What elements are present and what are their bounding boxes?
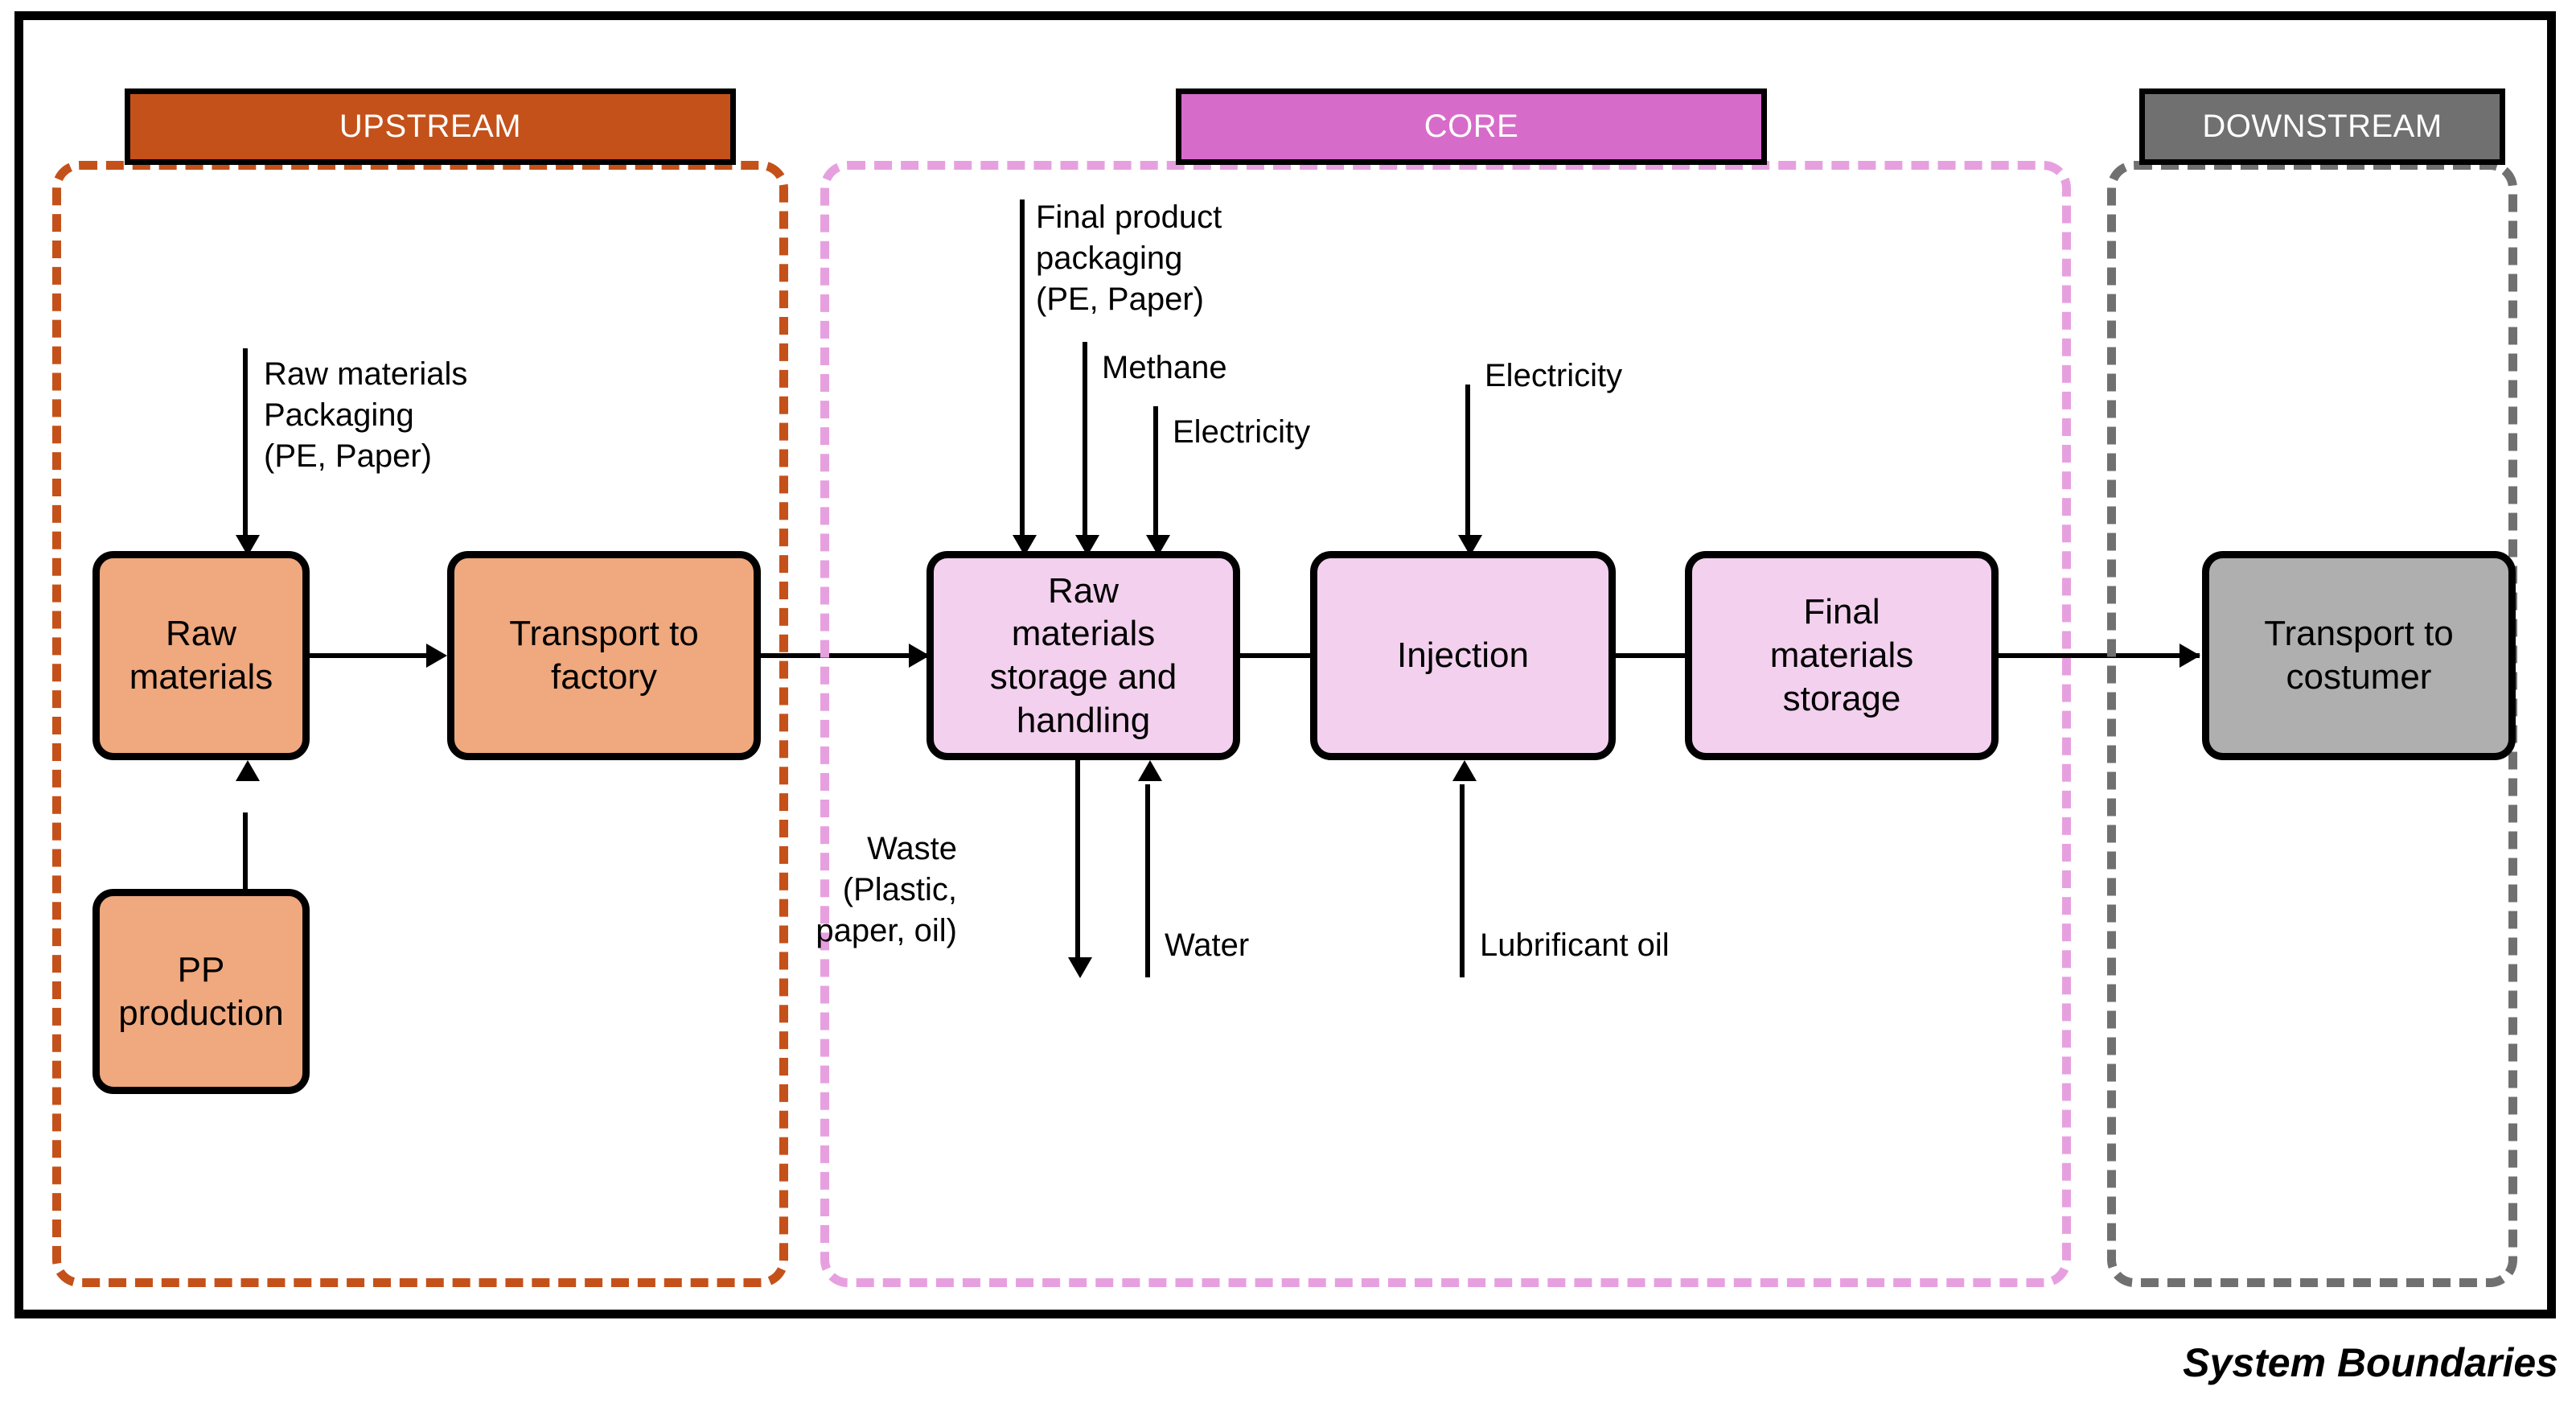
node-raw-materials-label: Raw materials xyxy=(129,614,273,697)
arrow-electricity-injection-shaft xyxy=(1465,385,1470,541)
node-transport-to-customer[interactable]: Transport to costumer xyxy=(2202,551,2516,760)
arrow-upstream-to-core-head xyxy=(909,644,930,668)
upstream-header-label: UPSTREAM xyxy=(339,109,522,144)
node-injection[interactable]: Injection xyxy=(1310,551,1616,760)
node-injection-label: Injection xyxy=(1397,636,1529,676)
arrow-methane-shaft xyxy=(1083,342,1087,541)
upstream-boundary xyxy=(52,161,788,1287)
node-transport-to-factory[interactable]: Transport to factory xyxy=(447,551,761,760)
upstream-input-arrow-shaft xyxy=(243,348,248,541)
upstream-header: UPSTREAM xyxy=(125,88,736,165)
arrow-water-head xyxy=(1138,760,1162,781)
flow-label-water: Water xyxy=(1165,928,1250,963)
arrow-rawmaterials-to-transport-head xyxy=(426,644,447,668)
node-pp-production[interactable]: PP production xyxy=(92,889,310,1094)
node-transport-to-factory-label: Transport to factory xyxy=(509,614,699,697)
node-pp-production-label: PP production xyxy=(118,949,284,1033)
downstream-header: DOWNSTREAM xyxy=(2139,88,2505,165)
downstream-header-label: DOWNSTREAM xyxy=(2202,109,2442,144)
arrow-lubricant-head xyxy=(1452,760,1477,781)
arrow-rawmaterials-to-transport xyxy=(310,653,430,658)
arrow-waste-shaft xyxy=(1075,760,1080,965)
flow-label-lubricant: Lubrificant oil xyxy=(1480,928,1670,963)
arrow-upstream-to-core-shaft xyxy=(761,653,930,658)
arrow-pp-to-rawmaterials-shaft xyxy=(243,812,248,893)
arrow-core-to-downstream-head xyxy=(2180,644,2200,668)
node-raw-materials-storage[interactable]: Raw materials storage and handling xyxy=(926,551,1240,760)
flow-label-electricity-injection: Electricity xyxy=(1485,358,1623,393)
flow-label-electricity-storage: Electricity xyxy=(1173,414,1311,450)
arrow-core-to-downstream-shaft xyxy=(1999,653,2200,658)
node-raw-materials-storage-label: Raw materials storage and handling xyxy=(989,570,1177,740)
flow-label-upstream-input: Raw materials Packaging (PE, Paper) xyxy=(264,356,468,475)
flow-label-methane: Methane xyxy=(1102,350,1227,385)
core-header: CORE xyxy=(1176,88,1767,165)
node-final-materials-storage[interactable]: Final materials storage xyxy=(1685,551,1999,760)
arrow-storage-to-injection-shaft xyxy=(1240,653,1361,658)
arrow-lubricant-shaft xyxy=(1460,784,1465,977)
core-header-label: CORE xyxy=(1424,109,1519,144)
arrow-waste-head xyxy=(1068,957,1092,978)
arrow-packaging-shaft xyxy=(1020,199,1025,541)
node-transport-to-customer-label: Transport to costumer xyxy=(2264,614,2454,697)
arrow-electricity-storage-shaft xyxy=(1153,406,1158,541)
system-boundary-frame xyxy=(14,11,2556,1318)
node-raw-materials[interactable]: Raw materials xyxy=(92,551,310,760)
arrow-pp-to-rawmaterials-head xyxy=(236,760,260,781)
flow-label-waste: Waste (Plastic, paper, oil) xyxy=(816,831,957,949)
flow-label-packaging: Final product packaging (PE, Paper) xyxy=(1036,199,1222,318)
core-boundary xyxy=(820,161,2071,1287)
arrow-water-shaft xyxy=(1145,784,1150,977)
node-final-materials-storage-label: Final materials storage xyxy=(1769,592,1914,718)
arrow-injection-to-finalstorage-shaft xyxy=(1616,653,1688,658)
system-boundaries-caption: System Boundaries xyxy=(2183,1340,2558,1385)
